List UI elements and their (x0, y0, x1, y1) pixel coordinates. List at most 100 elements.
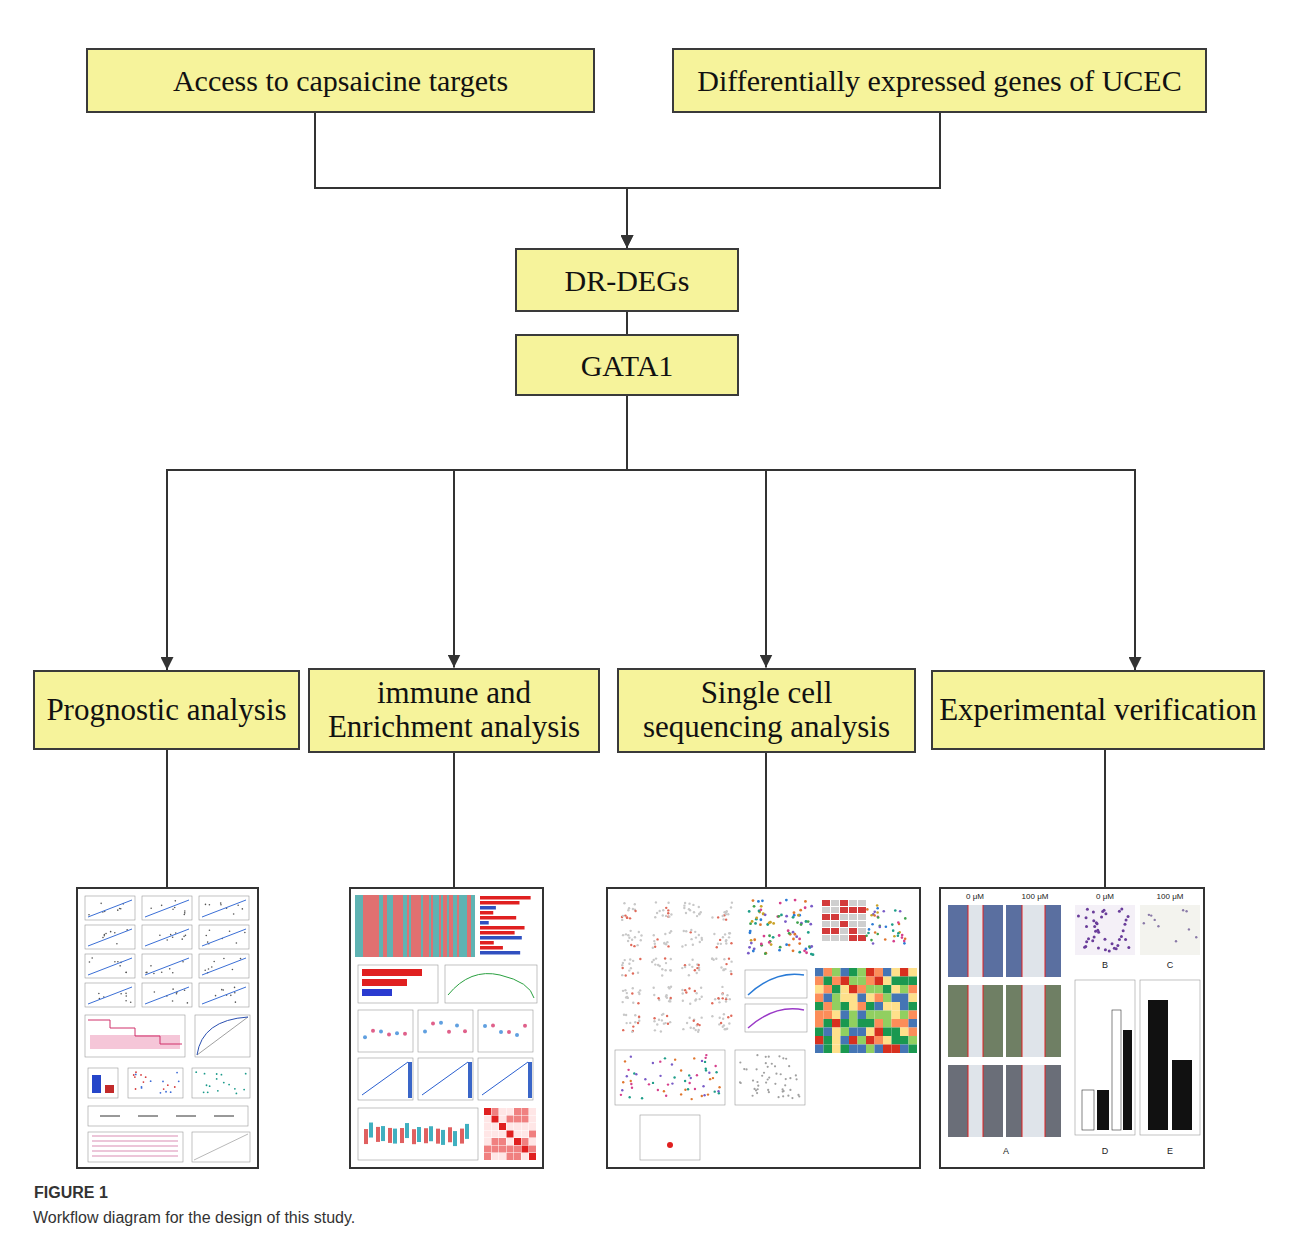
cluster-dot (633, 1072, 635, 1074)
umap-dot (634, 910, 636, 912)
pseudotime-heatmap-cell (824, 985, 833, 994)
tsne-dot (810, 945, 813, 948)
umap-dot (622, 934, 624, 936)
umap-dot (656, 912, 658, 914)
scatter-dot (145, 972, 147, 974)
tsne-dot (764, 913, 767, 916)
plot-dot (217, 1090, 219, 1092)
umap-dot (664, 969, 666, 971)
marker-heatmap-cell (822, 921, 830, 927)
heatmap-stripe (459, 895, 461, 957)
cell-dot (1175, 940, 1177, 942)
umap-dot (711, 1002, 713, 1004)
umap-dot (621, 1001, 623, 1003)
pseudotime-heatmap-cell (849, 1019, 858, 1028)
umap-dot (632, 1030, 634, 1032)
umap-dot (651, 961, 653, 963)
pseudotime-heatmap-cell (858, 1028, 867, 1037)
heatmap-stripe (467, 895, 469, 957)
tsne-dot (778, 949, 781, 952)
cluster-dot (702, 1085, 704, 1087)
heatmap-stripe (377, 895, 379, 957)
tsne-dot (778, 934, 781, 937)
correlation-cell (529, 1108, 536, 1115)
plot-dot (178, 1080, 180, 1082)
pseudotime-heatmap-cell (824, 1019, 833, 1028)
cluster-dot (687, 1088, 689, 1090)
wound-edge (983, 985, 984, 1057)
umap-dot (661, 968, 663, 970)
tsne-dot (792, 949, 795, 952)
scatter-dot (181, 938, 183, 940)
connector-arrow (167, 396, 627, 670)
umap-dot (689, 1003, 691, 1005)
umap-dot (692, 944, 694, 946)
umap-dot (719, 939, 721, 941)
umap-dot (627, 997, 629, 999)
tsne-dot (753, 938, 756, 941)
violin-mark (439, 1021, 443, 1025)
correlation-cell (529, 1153, 536, 1160)
umap-dot (640, 939, 642, 941)
plot-dot (134, 1076, 136, 1078)
cluster-dot (785, 1058, 787, 1060)
cluster-dot (757, 1088, 759, 1090)
pseudotime-heatmap-cell (909, 1002, 918, 1011)
correlation-cell (522, 1138, 529, 1145)
scatter-dot (182, 961, 184, 963)
mini-scatter-plot (199, 896, 249, 920)
scatter-plot (358, 1058, 413, 1100)
pseudotime-heatmap-cell (866, 1045, 875, 1054)
umap-dot (697, 1023, 699, 1025)
box (412, 1129, 416, 1144)
marker-heatmap-cell (822, 900, 830, 906)
scatter-dot (184, 910, 186, 912)
umap-dot (667, 902, 669, 904)
cluster-dot (627, 1069, 629, 1071)
umap-dot (661, 1019, 663, 1021)
umap-dot (689, 909, 691, 911)
cell-dot (1127, 915, 1130, 918)
pseudotime-heatmap-cell (832, 1002, 841, 1011)
cluster-dot (756, 1068, 758, 1070)
umap-dot (684, 944, 686, 946)
umap-dot (685, 930, 687, 932)
cluster-dot (892, 929, 895, 932)
cluster-dot (756, 1081, 758, 1083)
pseudotime-heatmap-cell (815, 1011, 824, 1020)
scatter-dot (234, 987, 236, 989)
cell-dot (1092, 919, 1095, 922)
umap-dot (621, 974, 623, 976)
scatter-dot (183, 936, 185, 938)
umap-dot (656, 938, 658, 940)
marker-heatmap-cell (840, 921, 848, 927)
mini-scatter-plot (142, 983, 192, 1007)
umap-dot (628, 937, 630, 939)
umap-dot (665, 995, 667, 997)
plot-dot (216, 1078, 218, 1080)
umap-dot (725, 940, 727, 942)
tsne-dot (793, 933, 796, 936)
nomogram-scale (92, 1146, 178, 1147)
umap-dot (658, 910, 660, 912)
wound-edge (1022, 905, 1023, 977)
scatter-dot (184, 912, 186, 914)
tsne-dot (795, 935, 798, 938)
umap-dot (720, 966, 722, 968)
umap-dot (697, 964, 699, 966)
scatter-dot (172, 908, 174, 910)
umap-dot (653, 940, 655, 942)
cluster-dot (876, 933, 879, 936)
heatmap-stripe (427, 895, 429, 957)
umap-dot (718, 1001, 720, 1003)
umap-dot (724, 933, 726, 935)
forest-line (100, 1116, 120, 1117)
process-box: GATA1 (515, 334, 739, 396)
umap-dot (631, 1031, 633, 1033)
bar-chart (1140, 980, 1200, 1135)
heatmap-stripe (441, 895, 443, 957)
heatmap-stripe (367, 895, 369, 957)
pseudotime-heatmap-cell (824, 1002, 833, 1011)
umap-dot (662, 914, 664, 916)
box-label: DR-DEGs (565, 264, 690, 297)
